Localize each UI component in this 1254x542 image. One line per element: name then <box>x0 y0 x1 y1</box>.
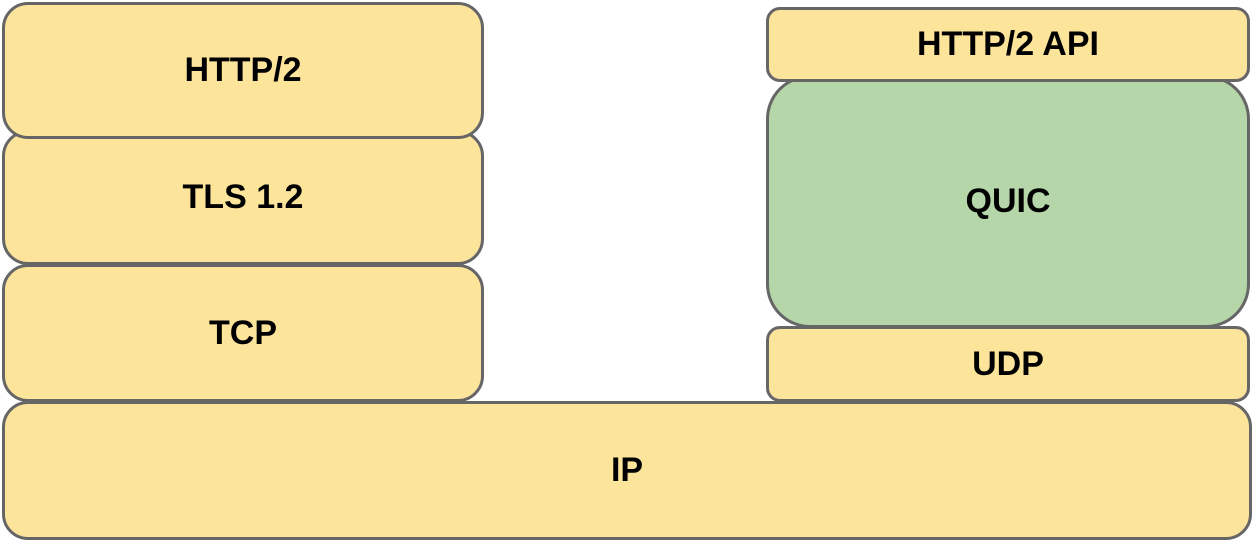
layer-http2-api: HTTP/2 API <box>766 7 1250 82</box>
layer-http2-api-label: HTTP/2 API <box>917 25 1099 63</box>
layer-ip-label: IP <box>610 451 644 489</box>
layer-quic: QUIC <box>766 75 1250 328</box>
layer-udp-label: UDP <box>972 344 1044 383</box>
layer-http2-label: HTTP/2 <box>184 51 302 89</box>
layer-quic-label: QUIC <box>965 182 1051 220</box>
layer-tcp: TCP <box>2 264 484 402</box>
layer-ip: IP <box>2 401 1252 540</box>
layer-tls-label: TLS 1.2 <box>182 178 304 216</box>
layer-tcp-label: TCP <box>209 313 277 352</box>
layer-http2: HTTP/2 <box>2 2 484 139</box>
layer-udp: UDP <box>766 326 1250 402</box>
layer-tls: TLS 1.2 <box>2 130 484 265</box>
